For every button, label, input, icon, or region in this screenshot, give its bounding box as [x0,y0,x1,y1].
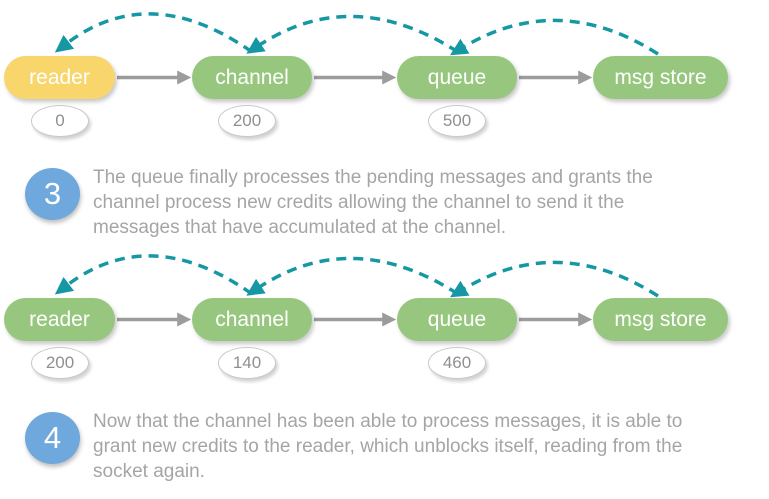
credit-arc-queue-to-channel [246,256,459,296]
node-queue: queue [397,298,517,341]
step-description: The queue finally processes the pending … [93,165,769,240]
credit-badge-reader: 200 [31,347,89,379]
credit-arc-channel-to-reader [54,12,254,54]
node-channel: channel [192,56,312,99]
credit-badge-channel: 140 [218,347,276,379]
text-line: channel process new credits allowing the… [93,192,625,213]
diagram-state-3: reader channel queue msg store 0 200 500 [0,0,769,150]
node-msg-store: msg store [593,56,728,99]
step-description: Now that the channel has been able to pr… [93,409,769,484]
text-line: The queue finally processes the pending … [93,167,653,188]
step-number-badge: 4 [25,412,80,464]
connection-arrows [54,12,659,85]
node-reader: reader [4,56,115,99]
credit-badge-channel: 200 [218,105,276,137]
credit-arc-queue-to-channel [246,14,459,54]
text-line: socket again. [93,461,205,482]
credit-badge-queue: 460 [428,347,486,379]
credit-arc-msgstore-to-queue [450,18,659,56]
node-reader: reader [4,298,115,341]
node-msg-store: msg store [593,298,728,341]
node-queue: queue [397,56,517,99]
diagram-state-4: reader channel queue msg store 200 140 4… [0,242,769,392]
text-line: messages that have accumulated at the ch… [93,217,506,238]
connection-arrows [54,254,659,327]
credit-arc-channel-to-reader [54,254,254,296]
step-number-badge: 3 [25,168,80,220]
credit-badge-queue: 500 [428,105,486,137]
credit-arc-msgstore-to-queue [450,260,659,298]
text-line: Now that the channel has been able to pr… [93,411,683,432]
text-line: grant new credits to the reader, which u… [93,436,683,457]
credit-badge-reader: 0 [31,105,89,137]
node-channel: channel [192,298,312,341]
